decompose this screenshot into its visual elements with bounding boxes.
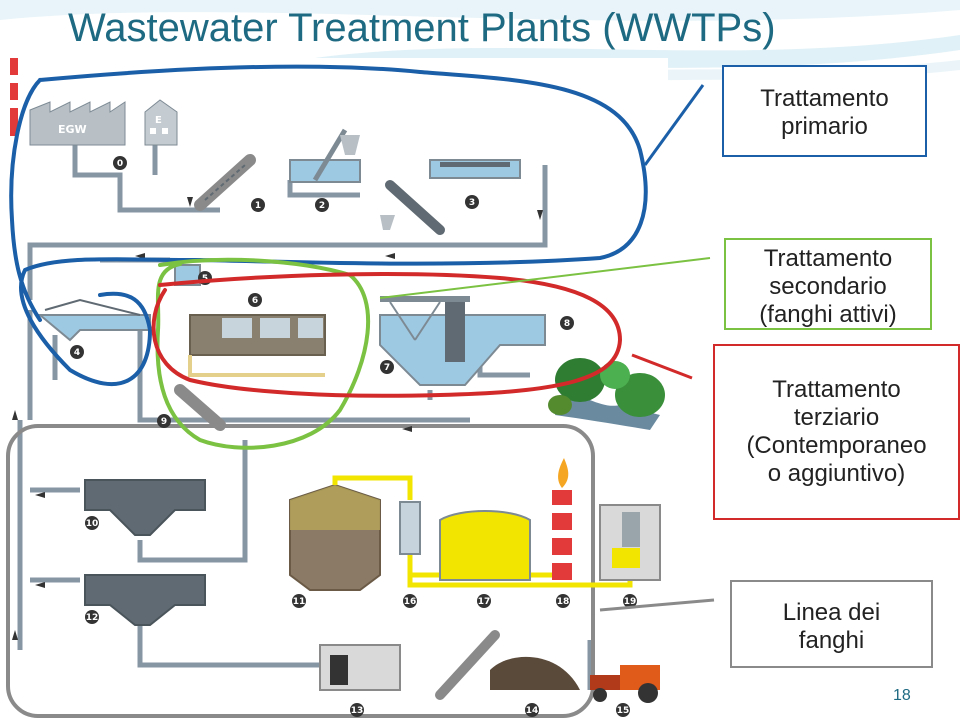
callout-sludge-line: Linea dei fanghi — [730, 580, 933, 668]
secondary-clarifier-7 — [379, 296, 546, 386]
callout-tertiary-treatment: Trattamento terziario (Contemporaneo o a… — [713, 344, 960, 520]
smokestack-left-stripe-2 — [10, 100, 18, 108]
grit-chamber-2 — [289, 128, 361, 183]
svg-text:14: 14 — [526, 706, 539, 716]
step-marker-18: 18 — [556, 594, 570, 608]
svg-text:15: 15 — [617, 706, 630, 716]
svg-text:7: 7 — [384, 363, 390, 373]
secondary-treatment-outline — [155, 257, 371, 450]
sludge-connector-line — [599, 598, 715, 612]
callout-line: Trattamento — [760, 85, 889, 112]
svg-text:9: 9 — [161, 417, 167, 427]
step-marker-15: 15 — [616, 703, 630, 717]
callout-line: (fanghi attivi) — [759, 301, 897, 328]
svg-text:0: 0 — [117, 159, 123, 169]
truck-15 — [590, 665, 660, 703]
flare-stack-18 — [552, 458, 572, 580]
svg-text:19: 19 — [624, 597, 637, 607]
callout-line: Linea dei — [782, 599, 881, 626]
svg-text:11: 11 — [293, 597, 306, 607]
page-number: 18 — [893, 687, 911, 704]
conveyor-14 — [435, 630, 580, 700]
egw-building: EGW — [29, 101, 126, 146]
e-label: E — [155, 115, 162, 126]
step-marker-2: 2 — [315, 198, 329, 212]
callout-line: primario — [781, 113, 868, 140]
tertiary-connector-line — [631, 353, 693, 380]
callout-line: secondario — [769, 273, 887, 300]
step-marker-17: 17 — [477, 594, 491, 608]
smokestack-left-stripe — [10, 75, 18, 83]
callout-line: terziario — [793, 404, 880, 431]
svg-text:13: 13 — [351, 706, 364, 716]
step-marker-11: 11 — [292, 594, 306, 608]
svg-text:16: 16 — [404, 597, 417, 607]
step-marker-3: 3 — [465, 195, 479, 209]
tertiary-treatment-outline — [151, 272, 623, 398]
svg-text:4: 4 — [74, 348, 80, 358]
egw-label: EGW — [58, 123, 87, 136]
svg-text:5: 5 — [202, 274, 208, 284]
step-marker-8: 8 — [560, 316, 574, 330]
svg-text:12: 12 — [86, 613, 99, 623]
step-marker-19: 19 — [623, 594, 637, 608]
flow-arrows — [12, 197, 543, 640]
svg-text:10: 10 — [86, 519, 99, 529]
step-marker-9: 9 — [157, 414, 171, 428]
digester-11 — [289, 483, 381, 591]
primary-connector-line — [643, 84, 705, 166]
step-marker-4: 4 — [70, 345, 84, 359]
smokestack-left-edge — [10, 58, 18, 136]
step-marker-1: 1 — [251, 198, 265, 212]
aeration-tank-6 — [188, 314, 326, 377]
step-marker-6: 6 — [248, 293, 262, 307]
svg-text:18: 18 — [557, 597, 570, 607]
callout-line: Trattamento — [772, 376, 901, 403]
callout-secondary-treatment: Trattamento secondario (fanghi attivi) — [724, 238, 932, 330]
screw-conveyor-9 — [174, 384, 226, 431]
step-marker-16: 16 — [403, 594, 417, 608]
step-marker-7: 7 — [380, 360, 394, 374]
sludge-thickener-10 — [84, 479, 206, 536]
slide-title: Wastewater Treatment Plants (WWTPs) — [68, 6, 776, 50]
primary-settling-tank-3 — [429, 159, 521, 179]
svg-text:3: 3 — [469, 198, 475, 208]
svg-text:2: 2 — [319, 201, 325, 211]
screw-conveyor-1 — [194, 154, 256, 211]
step-marker-10: 10 — [85, 516, 99, 530]
svg-text:8: 8 — [564, 319, 570, 329]
dewatering-13 — [319, 644, 401, 691]
callout-line: (Contemporaneo — [746, 432, 927, 459]
step-marker-0: 0 — [113, 156, 127, 170]
svg-text:6: 6 — [252, 296, 258, 306]
tank-4 — [37, 298, 151, 342]
sludge-line-outline — [6, 424, 595, 718]
e-building: E — [144, 99, 178, 146]
callout-primary-treatment: Trattamento primario — [722, 65, 927, 157]
gasometer-17 — [439, 510, 531, 581]
generator-19 — [599, 504, 661, 581]
step-marker-13: 13 — [350, 703, 364, 717]
conveyor-3 — [380, 180, 445, 235]
primary-treatment-outline — [9, 64, 648, 387]
sludge-thickener-12 — [84, 574, 206, 626]
step-marker-14: 14 — [525, 703, 539, 717]
callout-line: fanghi — [798, 627, 865, 654]
gas-filter-16 — [399, 501, 421, 555]
secondary-connector-line — [379, 257, 711, 299]
callout-line: o aggiuntivo) — [767, 460, 906, 487]
svg-text:17: 17 — [478, 597, 491, 607]
callout-line: Trattamento — [763, 245, 893, 272]
river-landscape — [548, 358, 665, 430]
step-marker-12: 12 — [85, 610, 99, 624]
svg-text:1: 1 — [255, 201, 261, 211]
